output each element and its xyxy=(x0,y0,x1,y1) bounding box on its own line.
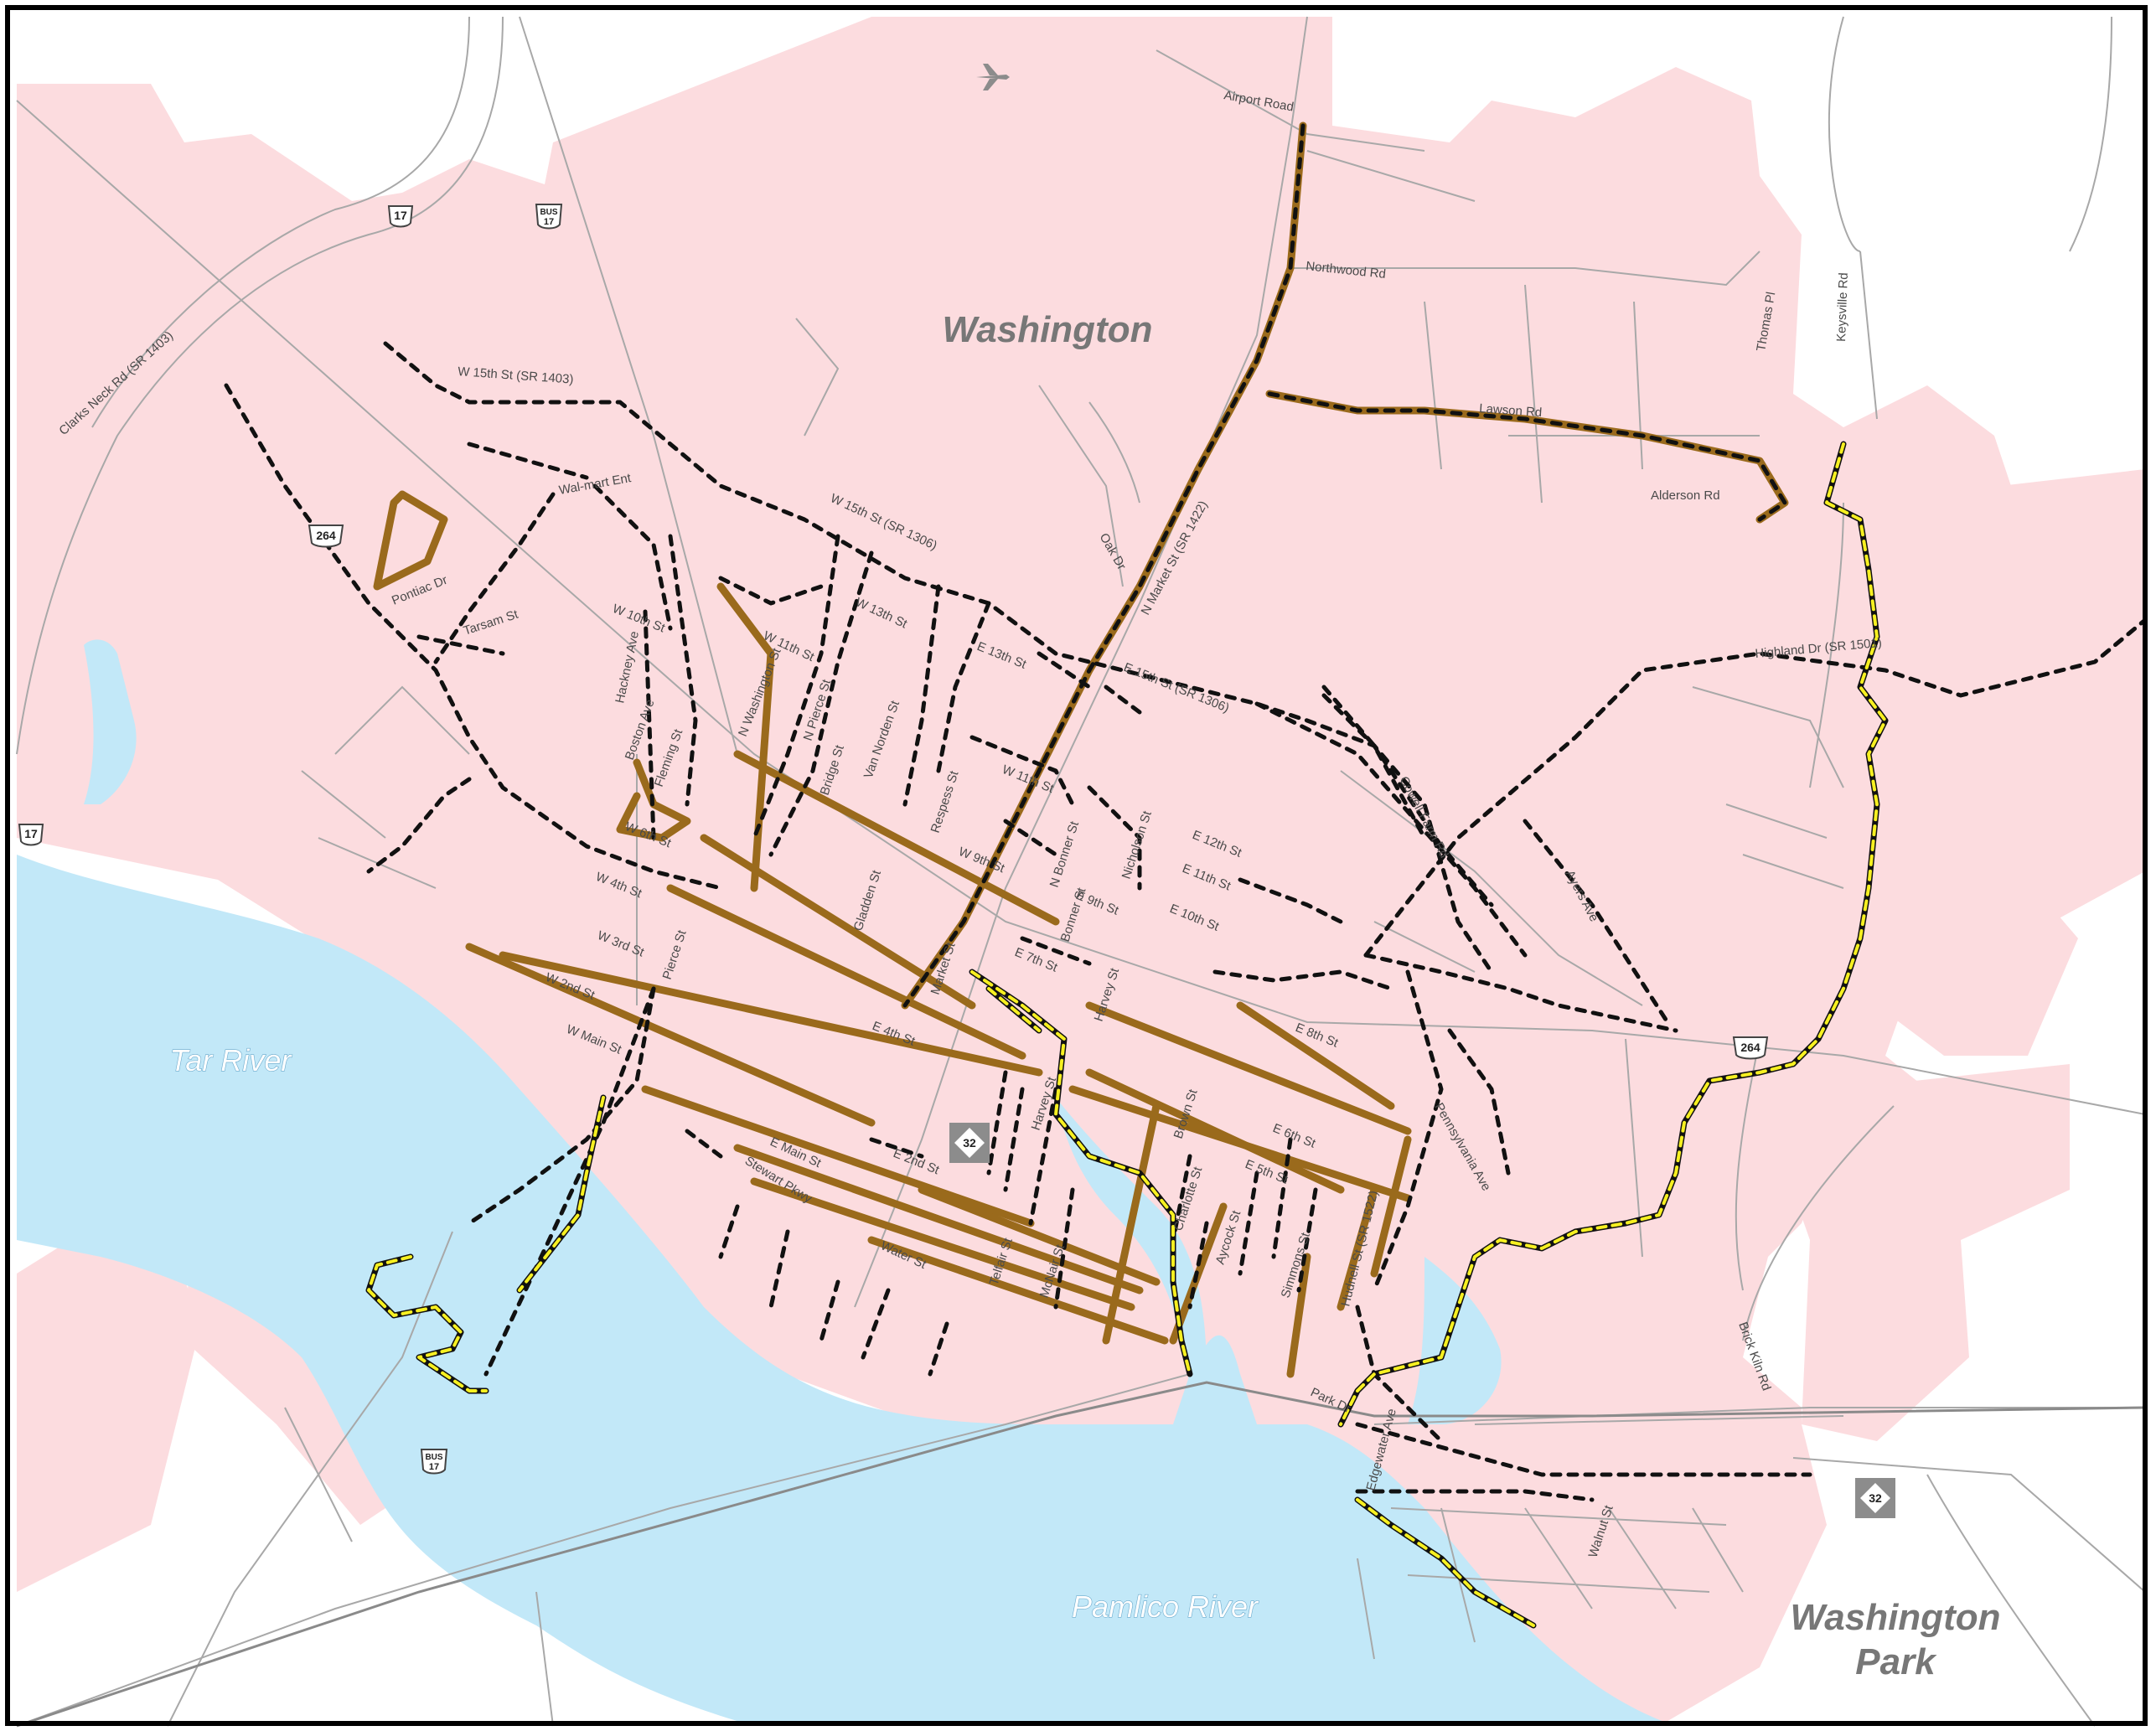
svg-text:264: 264 xyxy=(316,529,336,542)
washington-park-label-line2: Park xyxy=(1855,1641,1937,1682)
svg-text:BUS: BUS xyxy=(540,208,557,217)
airport-icon xyxy=(976,64,1010,90)
nc32-shield-east: 32 xyxy=(1855,1478,1895,1518)
us17-shield-west: 17 xyxy=(18,824,44,846)
city-label: Washington xyxy=(943,309,1153,350)
tar-river-label: Tar River xyxy=(170,1043,293,1077)
us17-bus-shield-south: BUS 17 xyxy=(420,1449,448,1475)
us17-shield-north: 17 xyxy=(387,205,414,228)
pamlico-river-label: Pamlico River xyxy=(1072,1589,1259,1624)
street-label: Lawson Rd xyxy=(1479,401,1543,420)
rail-line xyxy=(16,1381,2146,1728)
svg-text:32: 32 xyxy=(1869,1491,1882,1505)
svg-text:17: 17 xyxy=(394,209,407,222)
svg-text:264: 264 xyxy=(1740,1041,1760,1054)
rivers xyxy=(17,639,1676,1726)
nc32-shield-downtown: 32 xyxy=(949,1123,990,1163)
svg-text:17: 17 xyxy=(429,1462,439,1472)
us17-bus-shield-north: BUS 17 xyxy=(535,204,563,230)
svg-text:32: 32 xyxy=(963,1136,976,1150)
us264-shield-west: 264 xyxy=(308,524,344,548)
svg-text:BUS: BUS xyxy=(425,1453,442,1462)
svg-text:17: 17 xyxy=(544,217,554,227)
street-label: Keysville Rd xyxy=(1834,272,1851,342)
svg-text:17: 17 xyxy=(24,827,38,840)
street-label: Alderson Rd xyxy=(1651,488,1720,503)
washington-park-label-line1: Washington xyxy=(1791,1597,2001,1638)
us264-shield-east: 264 xyxy=(1732,1036,1769,1060)
yellow-route-network xyxy=(365,441,1889,1629)
